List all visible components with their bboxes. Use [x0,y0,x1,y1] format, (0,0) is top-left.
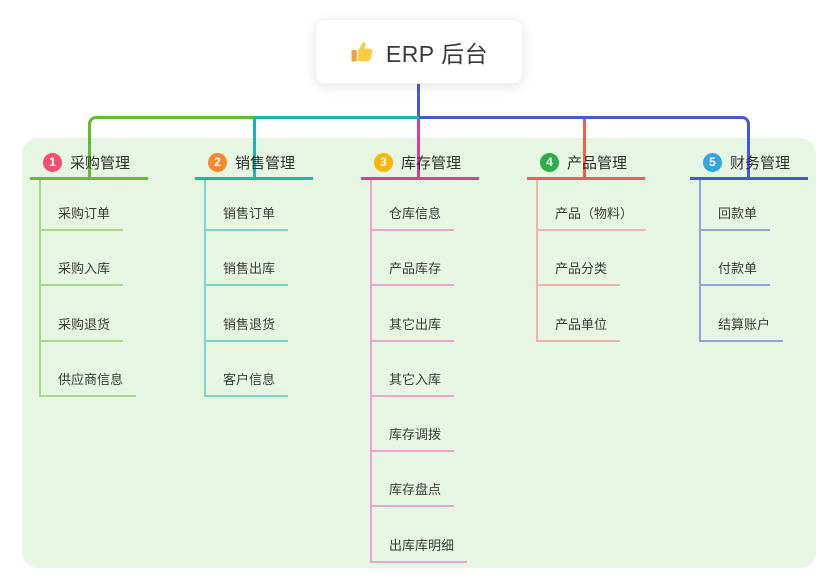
tree-node[interactable]: 供应商信息 [41,369,137,397]
tree-node[interactable]: 销售出库 [206,258,289,287]
tree-node-row: 销售订单 [206,180,289,231]
tree-node[interactable]: 库存调拨 [372,424,455,453]
tree-node[interactable]: 其它出库 [372,314,455,342]
tree-node[interactable]: 库存盘点 [372,479,455,508]
tree-node[interactable]: 付款单 [701,258,771,287]
branch: 3 库存管理 仓库信息 产品库存 其它出库 其它入库 库存调拨 库存盘点 出库库… [361,148,479,563]
connector-branch-2 [253,116,419,178]
connector-branch-1 [88,116,253,178]
branch: 4 产品管理 产品（物料） 产品分类 产品单位 [527,148,647,342]
tree-node-row: 产品（物料） [538,180,647,231]
root-node[interactable]: ERP 后台 [315,19,523,84]
tree-node-row: 供应商信息 [41,342,137,397]
branch-title-label: 销售管理 [235,155,296,172]
branch-children: 回款单 付款单 结算账户 [699,180,784,342]
branch: 5 财务管理 回款单 付款单 结算账户 [690,148,808,342]
connector-branch-4 [583,119,586,178]
tree-node[interactable]: 出库库明细 [372,535,468,563]
tree-node-row: 回款单 [701,180,783,231]
tree-node[interactable]: 采购退货 [41,314,124,342]
thumbs-up-icon [351,41,373,62]
tree-node[interactable]: 采购入库 [41,258,124,287]
branch-children: 仓库信息 产品库存 其它出库 其它入库 库存调拨 库存盘点 出库库明细 [370,180,468,563]
branch-number-badge: 2 [208,153,227,172]
tree-node[interactable]: 销售退货 [206,314,289,342]
branch-number-badge: 1 [43,153,62,172]
tree-node-row: 销售退货 [206,286,289,342]
connector-branch-5 [419,116,750,178]
branch-title-node[interactable]: 2 销售管理 [195,148,313,180]
tree-node-row: 产品单位 [538,286,646,342]
tree-node-row: 库存盘点 [372,452,467,508]
tree-node[interactable]: 产品单位 [538,314,621,342]
branch-number-badge: 3 [374,153,393,172]
root-connector-line [417,84,420,119]
branch-title-node[interactable]: 4 产品管理 [527,148,645,180]
branch: 2 销售管理 销售订单 销售出库 销售退货 客户信息 [195,148,313,397]
tree-node[interactable]: 回款单 [701,203,771,231]
tree-node-row: 采购入库 [41,231,136,287]
tree-node-row: 销售出库 [206,231,289,287]
branch-children: 销售订单 销售出库 销售退货 客户信息 [204,180,289,397]
tree-node-row: 采购订单 [41,180,136,231]
tree-node[interactable]: 采购订单 [41,203,124,231]
branches-panel [22,138,816,568]
tree-node[interactable]: 客户信息 [206,369,289,397]
tree-node-row: 产品库存 [372,231,467,287]
root-label: ERP 后台 [385,40,489,67]
branch-title-node[interactable]: 1 采购管理 [30,148,148,180]
branch-title-node[interactable]: 5 财务管理 [690,148,808,180]
tree-node-row: 产品分类 [538,231,646,287]
tree-node[interactable]: 产品分类 [538,258,621,287]
branch-children: 产品（物料） 产品分类 产品单位 [536,180,647,342]
tree-node[interactable]: 产品库存 [372,258,455,287]
tree-node[interactable]: 销售订单 [206,203,289,231]
tree-node-row: 付款单 [701,231,783,287]
branch-children: 采购订单 采购入库 采购退货 供应商信息 [39,180,137,397]
branch-title-label: 财务管理 [730,155,791,172]
tree-node-row: 出库库明细 [372,507,468,563]
tree-node[interactable]: 产品（物料） [538,203,647,231]
branch-title-label: 产品管理 [567,155,628,172]
tree-node[interactable]: 结算账户 [701,314,784,342]
branch: 1 采购管理 采购订单 采购入库 采购退货 供应商信息 [30,148,148,397]
tree-node-row: 库存调拨 [372,397,467,453]
tree-node-row: 仓库信息 [372,180,467,231]
branch-number-badge: 5 [703,153,722,172]
branch-title-label: 采购管理 [70,155,131,172]
tree-node[interactable]: 仓库信息 [372,203,455,231]
tree-node-row: 客户信息 [206,342,289,397]
connector-branch-3 [417,119,420,178]
branch-number-badge: 4 [540,153,559,172]
tree-node[interactable]: 其它入库 [372,369,455,397]
tree-node-row: 其它出库 [372,286,467,342]
tree-node-row: 其它入库 [372,342,467,397]
tree-node-row: 结算账户 [701,286,784,342]
branch-title-label: 库存管理 [401,155,462,172]
branch-title-node[interactable]: 3 库存管理 [361,148,479,180]
tree-node-row: 采购退货 [41,286,136,342]
